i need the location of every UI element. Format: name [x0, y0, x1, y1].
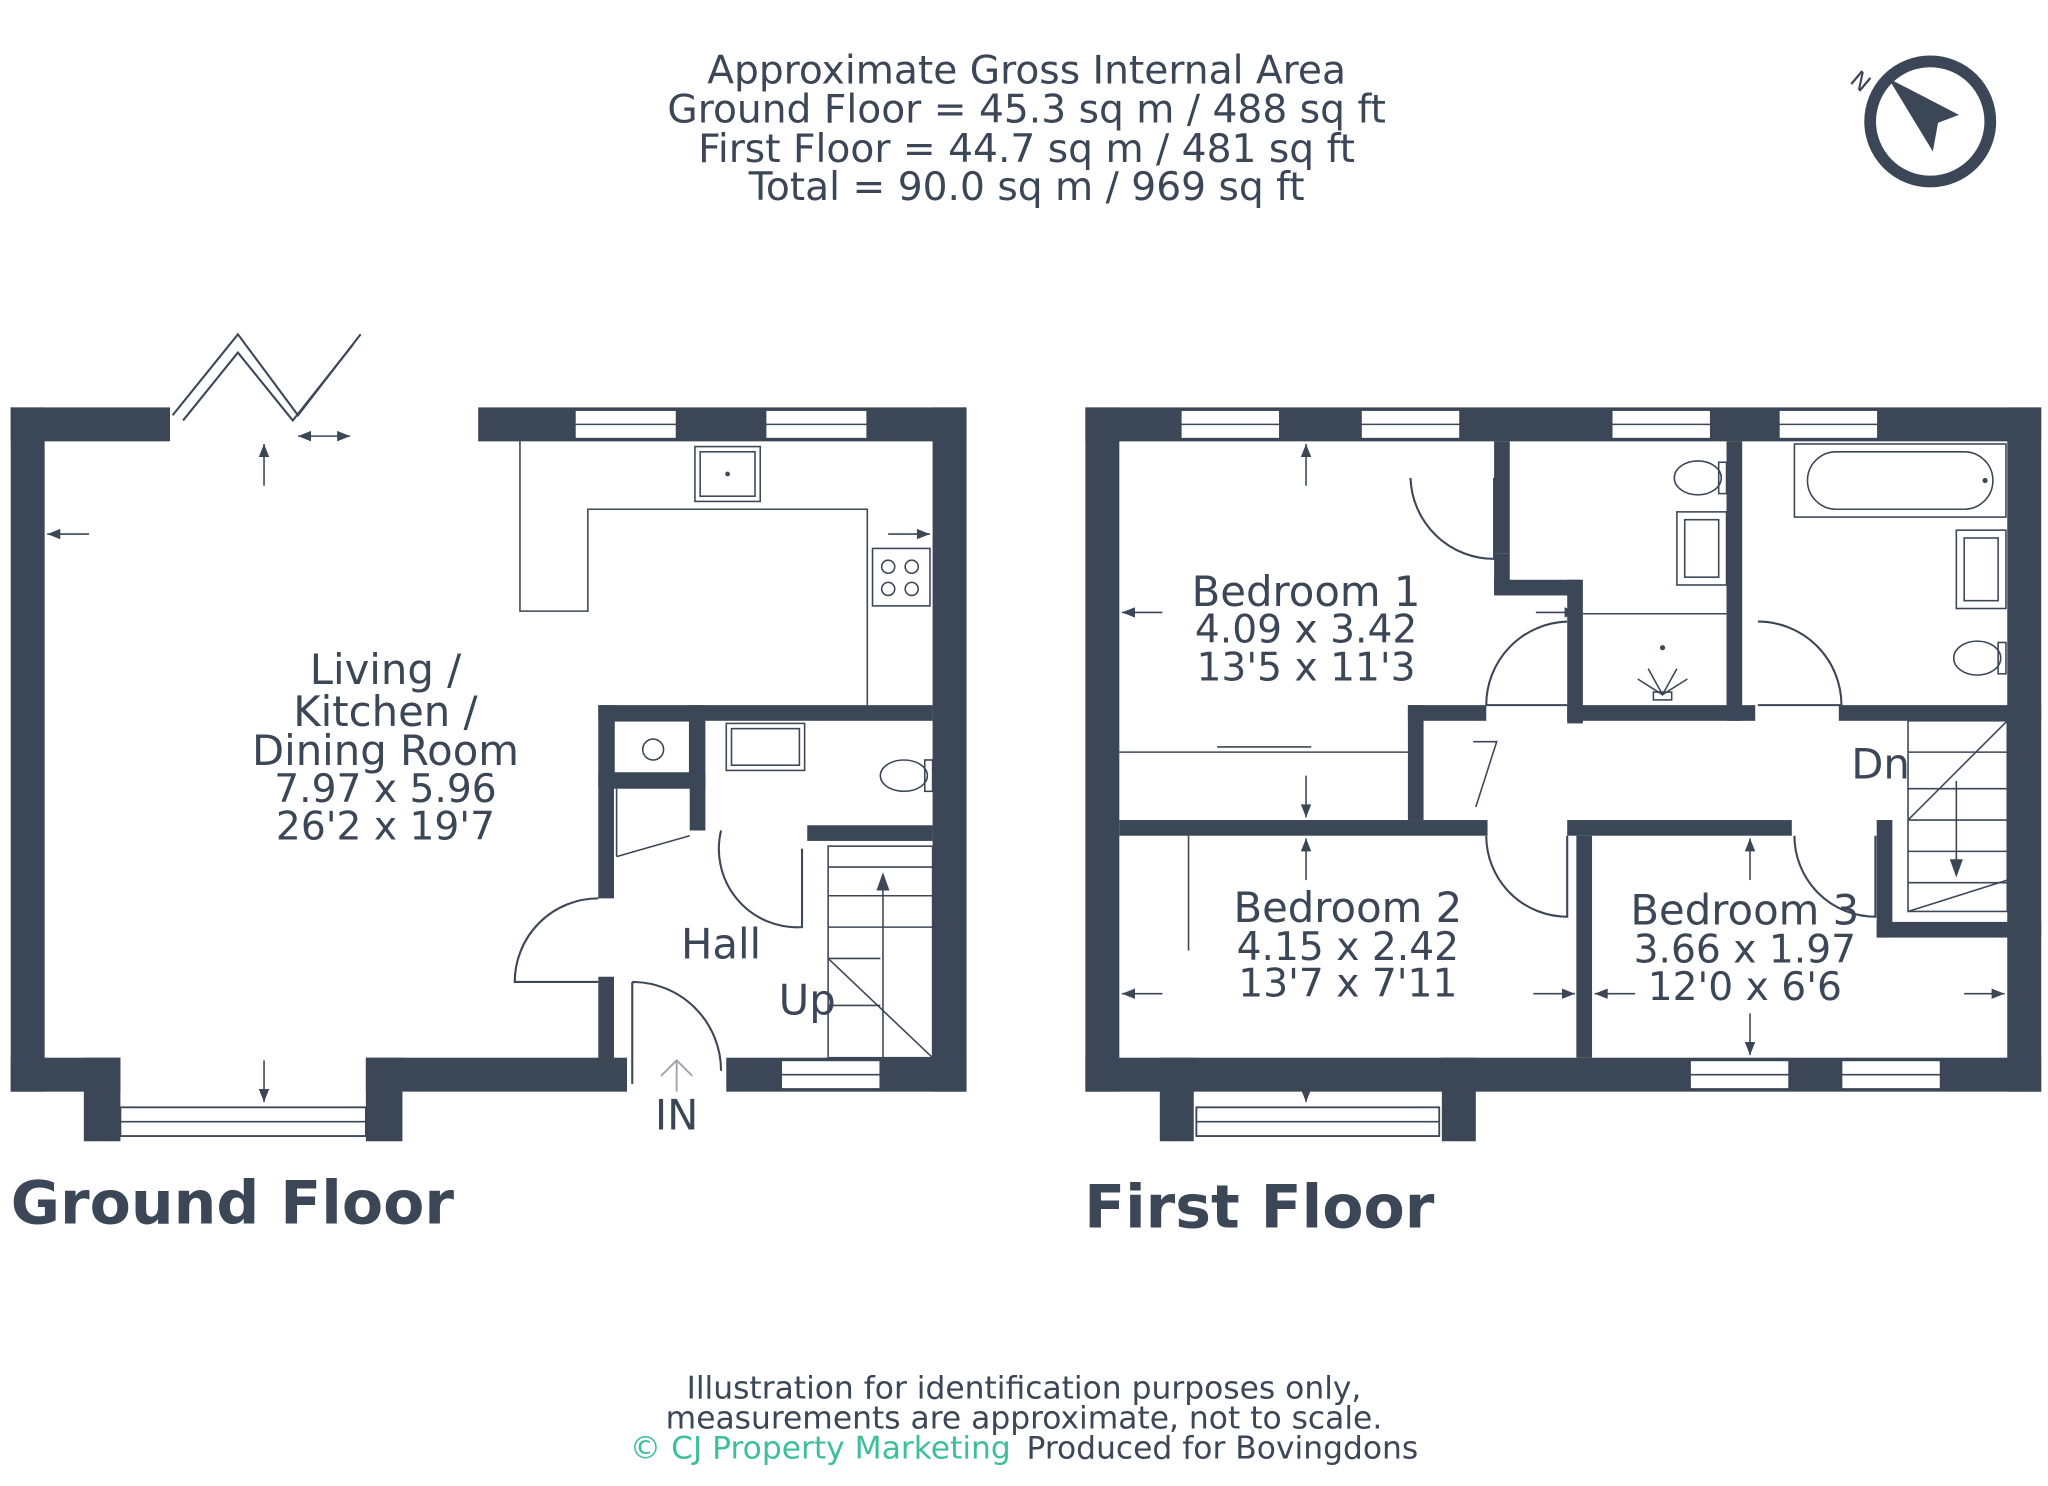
ground-wc [613, 720, 934, 858]
first-dimension-arrows [1121, 443, 2005, 1103]
first-floor-plan: Bedroom 1 4.09 x 3.42 13'5 x 11'3 Bedroo… [1084, 407, 2042, 1242]
area-title: Approximate Gross Internal Area [707, 49, 1346, 94]
living-label-1: Living / [310, 645, 462, 694]
first-floor-title: First Floor [1084, 1172, 1435, 1242]
ground-stairs [827, 845, 934, 1059]
area-ground: Ground Floor = 45.3 sq m / 488 sq ft [667, 88, 1385, 133]
living-imperial: 26'2 x 19'7 [276, 805, 495, 850]
ground-floor-plan: Living / Kitchen / Dining Room 7.97 x 5.… [10, 332, 967, 1239]
ground-floor-title: Ground Floor [11, 1169, 455, 1239]
bedroom2-imperial: 13'7 x 7'11 [1238, 961, 1457, 1006]
hob-icon [871, 547, 931, 607]
entrance-label: IN [655, 1091, 699, 1140]
first-stairs [1907, 720, 2009, 913]
bedroom1-imperial: 13'5 x 11'3 [1197, 645, 1416, 690]
entrance-arrow-icon [660, 1059, 693, 1092]
disclaimer-line-2: measurements are approximate, not to sca… [666, 1401, 1383, 1437]
bedroom1-label: Bedroom 1 [1192, 567, 1421, 616]
kitchen-units [519, 441, 931, 706]
compass-north-icon: N [1845, 55, 1997, 188]
stairs-up-label: Up [779, 976, 836, 1025]
area-total: Total = 90.0 sq m / 969 sq ft [748, 165, 1305, 210]
hall-label: Hall [681, 919, 761, 968]
first-doors [1409, 477, 1877, 918]
living-metric: 7.97 x 5.96 [274, 767, 496, 812]
ground-windows [119, 409, 882, 1137]
brand-credit: © CJ Property Marketing [630, 1431, 1011, 1467]
wardrobes [1119, 746, 1408, 951]
area-first: First Floor = 44.7 sq m / 481 sq ft [698, 127, 1355, 172]
bedroom2-label: Bedroom 2 [1233, 883, 1462, 932]
disclaimer-line-1: Illustration for identification purposes… [687, 1371, 1362, 1407]
produced-for: Produced for Bovingdons [1026, 1431, 1418, 1467]
living-label-2: Kitchen / [293, 687, 478, 736]
living-label-3: Dining Room [252, 726, 519, 775]
first-walls [1085, 407, 2042, 1142]
ground-doors [513, 830, 804, 1084]
bifold-doors [171, 332, 362, 423]
area-summary: Approximate Gross Internal Area Ground F… [667, 49, 1385, 210]
en-suite [1582, 460, 1728, 701]
bedroom3-label: Bedroom 3 [1630, 886, 1859, 935]
credit-line: © CJ Property Marketing Produced for Bovi… [630, 1431, 1418, 1467]
stairs-down-label: Dn [1851, 739, 1910, 788]
bedroom2-metric: 4.15 x 2.42 [1237, 925, 1459, 970]
bedroom3-imperial: 12'0 x 6'6 [1648, 965, 1842, 1010]
disclaimer: Illustration for identification purposes… [630, 1371, 1418, 1467]
bathroom [1793, 443, 2007, 676]
bedroom3-metric: 3.66 x 1.97 [1634, 927, 1856, 972]
ground-dimension-arrows [47, 430, 930, 1103]
bedroom1-metric: 4.09 x 3.42 [1195, 607, 1417, 652]
first-windows [1179, 409, 1942, 1137]
